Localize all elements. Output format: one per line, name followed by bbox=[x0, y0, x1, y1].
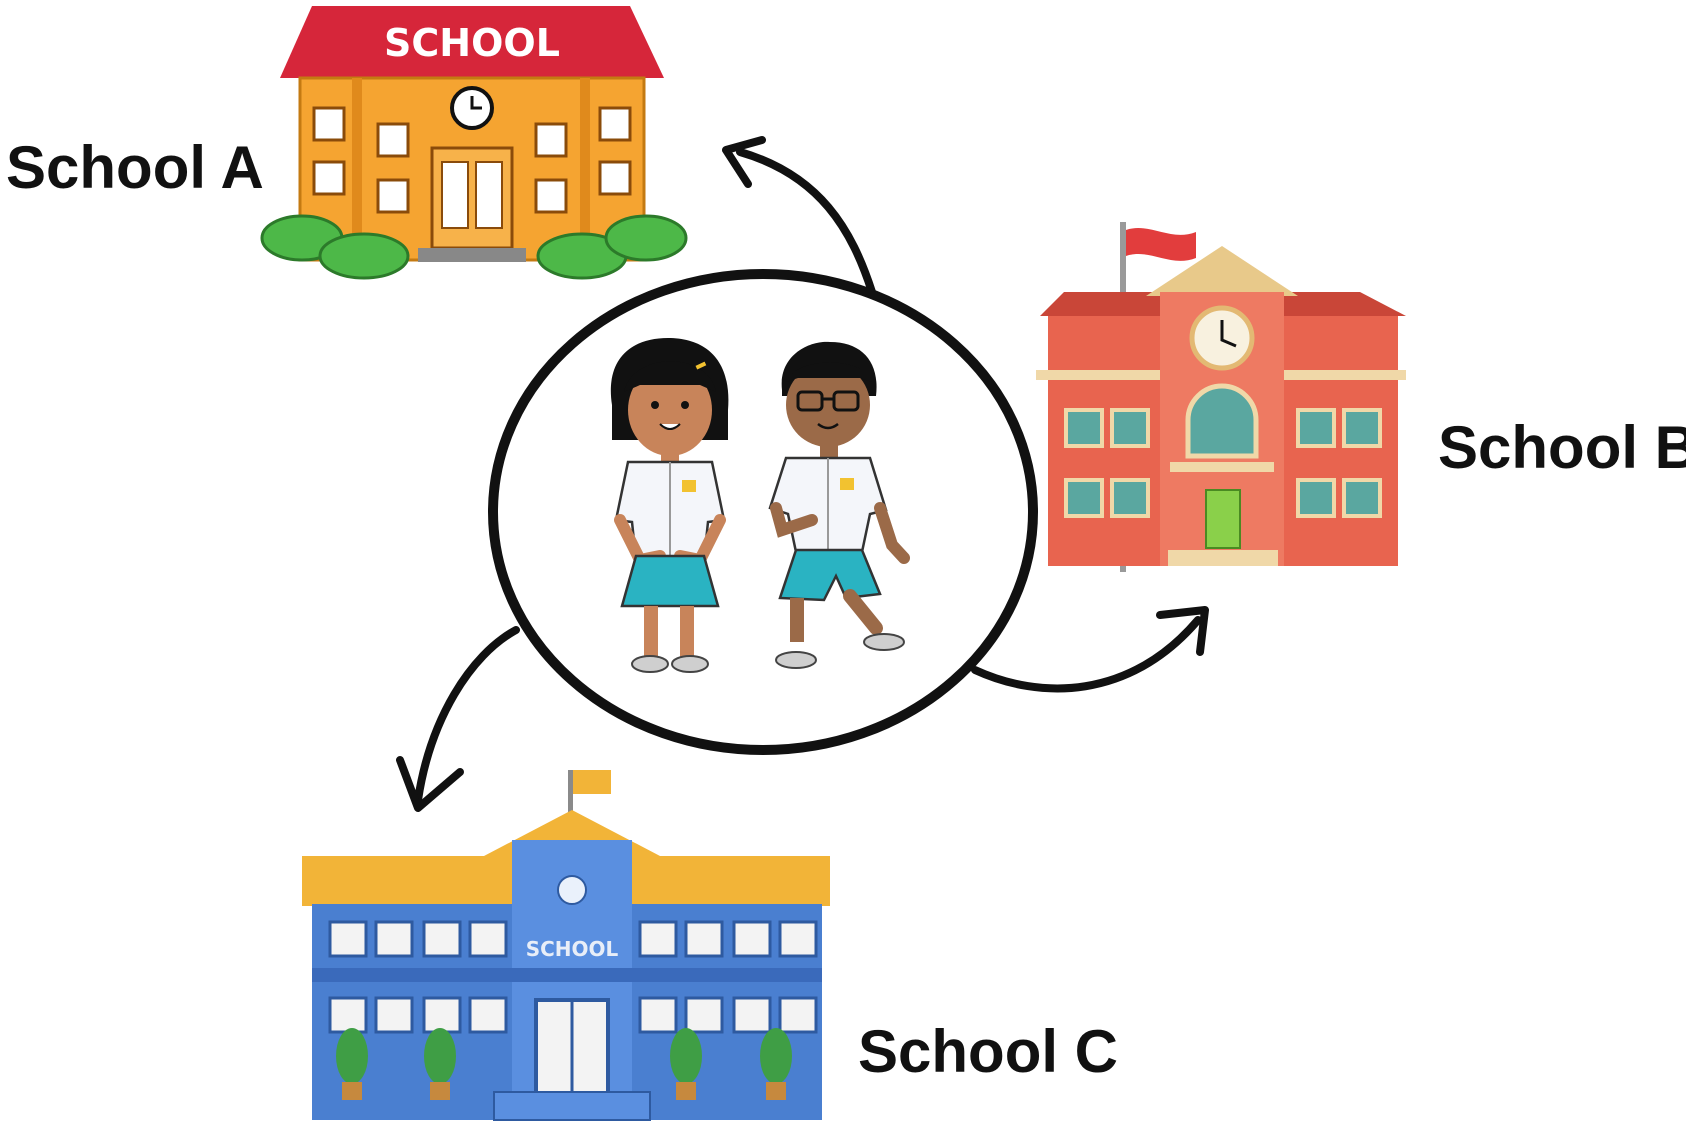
girl-student-illustration bbox=[610, 338, 729, 673]
students-circle bbox=[488, 269, 1038, 755]
school-c-label: School C bbox=[858, 1018, 1119, 1085]
school-c-building: SCHOOL bbox=[302, 770, 830, 1121]
school-a-label: School A bbox=[6, 134, 264, 201]
arrow-to-school-b bbox=[971, 606, 1209, 693]
school-c-sign: SCHOOL bbox=[526, 937, 619, 961]
arrow-to-school-c bbox=[396, 626, 520, 812]
school-a-building: SCHOOL bbox=[260, 6, 688, 280]
school-b-label: School B bbox=[1438, 414, 1686, 481]
arrow-to-school-a bbox=[722, 136, 876, 296]
school-b-building bbox=[1036, 222, 1406, 572]
school-a-sign: SCHOOL bbox=[384, 21, 560, 65]
boy-student-illustration bbox=[768, 341, 910, 669]
